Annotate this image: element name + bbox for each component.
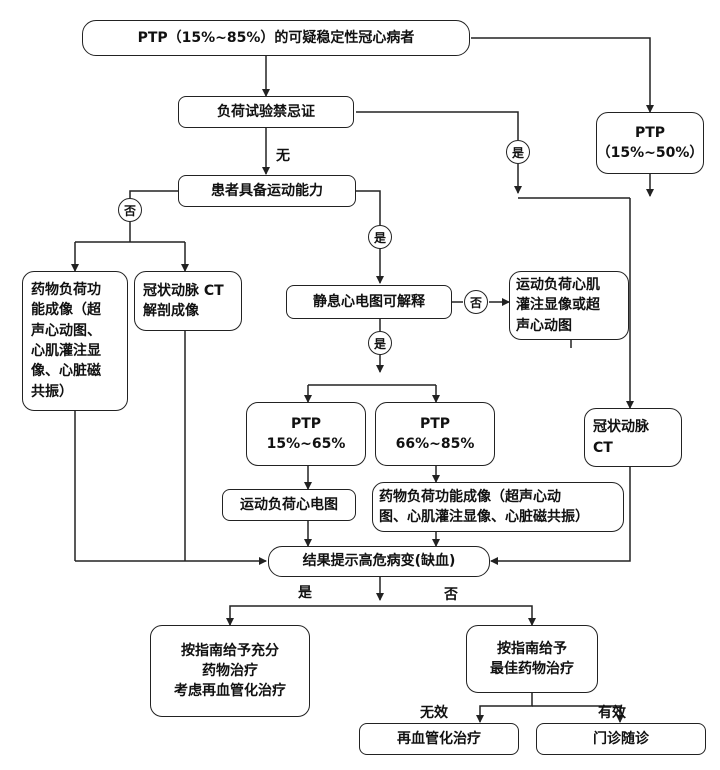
edge-result-yes [226, 605, 380, 626]
label-yes-high-risk: 是 [298, 585, 312, 601]
ptp-66-85-text: PTP 66%~85% [395, 415, 475, 452]
drug-stress-imaging-2-node: 药物负荷功能成像（超声心动 图、心肌灌注显像、心脏磁共振） [372, 482, 624, 532]
ptp-low-node: PTP （15%~50%） [596, 112, 704, 174]
edge-result-no [380, 605, 536, 626]
revascularization-node: 再血管化治疗 [359, 723, 519, 755]
ptp-15-65-node: PTP 15%~65% [246, 402, 366, 466]
exercise-ecg-node: 运动负荷心电图 [222, 489, 356, 521]
label-effective: 有效 [598, 705, 626, 721]
coronary-ct-node: 冠状动脉 CT [584, 408, 682, 467]
best-therapy-text: 按指南给予 最佳药物治疗 [490, 640, 574, 677]
edge-exercise-yes [356, 190, 381, 225]
exercise-ability-text: 患者具备运动能力 [211, 182, 323, 199]
exercise-perfusion-text: 运动负荷心肌 灌注显像或超 声心动图 [516, 277, 600, 334]
ccta-anatomy-text: 冠状动脉 CT 解剖成像 [143, 282, 224, 319]
rest-ecg-text: 静息心电图可解释 [313, 293, 425, 310]
drug-stress-imaging-text: 药物负荷功 能成像（超 声心动图、 心肌灌注显 像、心脏磁 共振） [31, 282, 101, 400]
high-risk-result-text: 结果提示高危病变(缺血) [302, 553, 456, 570]
outpatient-followup-text: 门诊随诊 [593, 730, 649, 747]
edge-ineffective [476, 693, 533, 723]
start-node: PTP（15%~85%）的可疑稳定性冠心病者 [82, 20, 470, 56]
ptp-15-65-text: PTP 15%~65% [266, 415, 346, 452]
edge-start-to-ptp-low [471, 37, 654, 113]
label-yes-exercise: 是 [368, 225, 392, 249]
start-node-text: PTP（15%~85%）的可疑稳定性冠心病者 [137, 29, 415, 46]
rest-ecg-node: 静息心电图可解释 [286, 285, 452, 319]
contraindication-node: 负荷试验禁忌证 [178, 96, 354, 128]
exercise-perfusion-node: 运动负荷心肌 灌注显像或超 声心动图 [509, 271, 629, 340]
ptp-66-85-node: PTP 66%~85% [375, 402, 495, 466]
label-no-high-risk: 否 [444, 587, 458, 603]
drug-stress-imaging-2-text: 药物负荷功能成像（超声心动 图、心肌灌注显像、心脏磁共振） [379, 488, 589, 525]
ptp-low-text: PTP （15%~50%） [596, 124, 704, 161]
contraindication-text: 负荷试验禁忌证 [217, 103, 315, 120]
revascularization-text: 再血管化治疗 [397, 730, 481, 747]
edge-contra-yes [356, 111, 519, 140]
best-therapy-node: 按指南给予 最佳药物治疗 [466, 625, 598, 693]
drug-stress-imaging-node: 药物负荷功 能成像（超 声心动图、 心肌灌注显 像、心脏磁 共振） [22, 271, 128, 411]
label-no-exercise: 否 [118, 198, 142, 222]
full-therapy-node: 按指南给予充分 药物治疗 考虑再血管化治疗 [150, 625, 310, 717]
edge-coronary-ct-to-result [490, 467, 631, 565]
label-yes-contraindication: 是 [506, 140, 530, 164]
label-no-rest-ecg: 否 [464, 290, 488, 314]
full-therapy-text: 按指南给予充分 药物治疗 考虑再血管化治疗 [174, 642, 286, 700]
label-no-contraindication: 无 [276, 148, 290, 164]
coronary-ct-text: 冠状动脉 CT [593, 419, 649, 456]
outpatient-followup-node: 门诊随诊 [536, 723, 706, 755]
edge-exercise-no [129, 190, 178, 198]
exercise-ability-node: 患者具备运动能力 [178, 175, 356, 207]
label-ineffective: 无效 [420, 705, 448, 721]
high-risk-result-node: 结果提示高危病变(缺血) [268, 546, 490, 577]
ccta-anatomy-node: 冠状动脉 CT 解剖成像 [134, 271, 242, 331]
exercise-ecg-text: 运动负荷心电图 [240, 496, 338, 513]
label-yes-rest-ecg: 是 [368, 331, 392, 355]
edge-effective [532, 705, 624, 723]
